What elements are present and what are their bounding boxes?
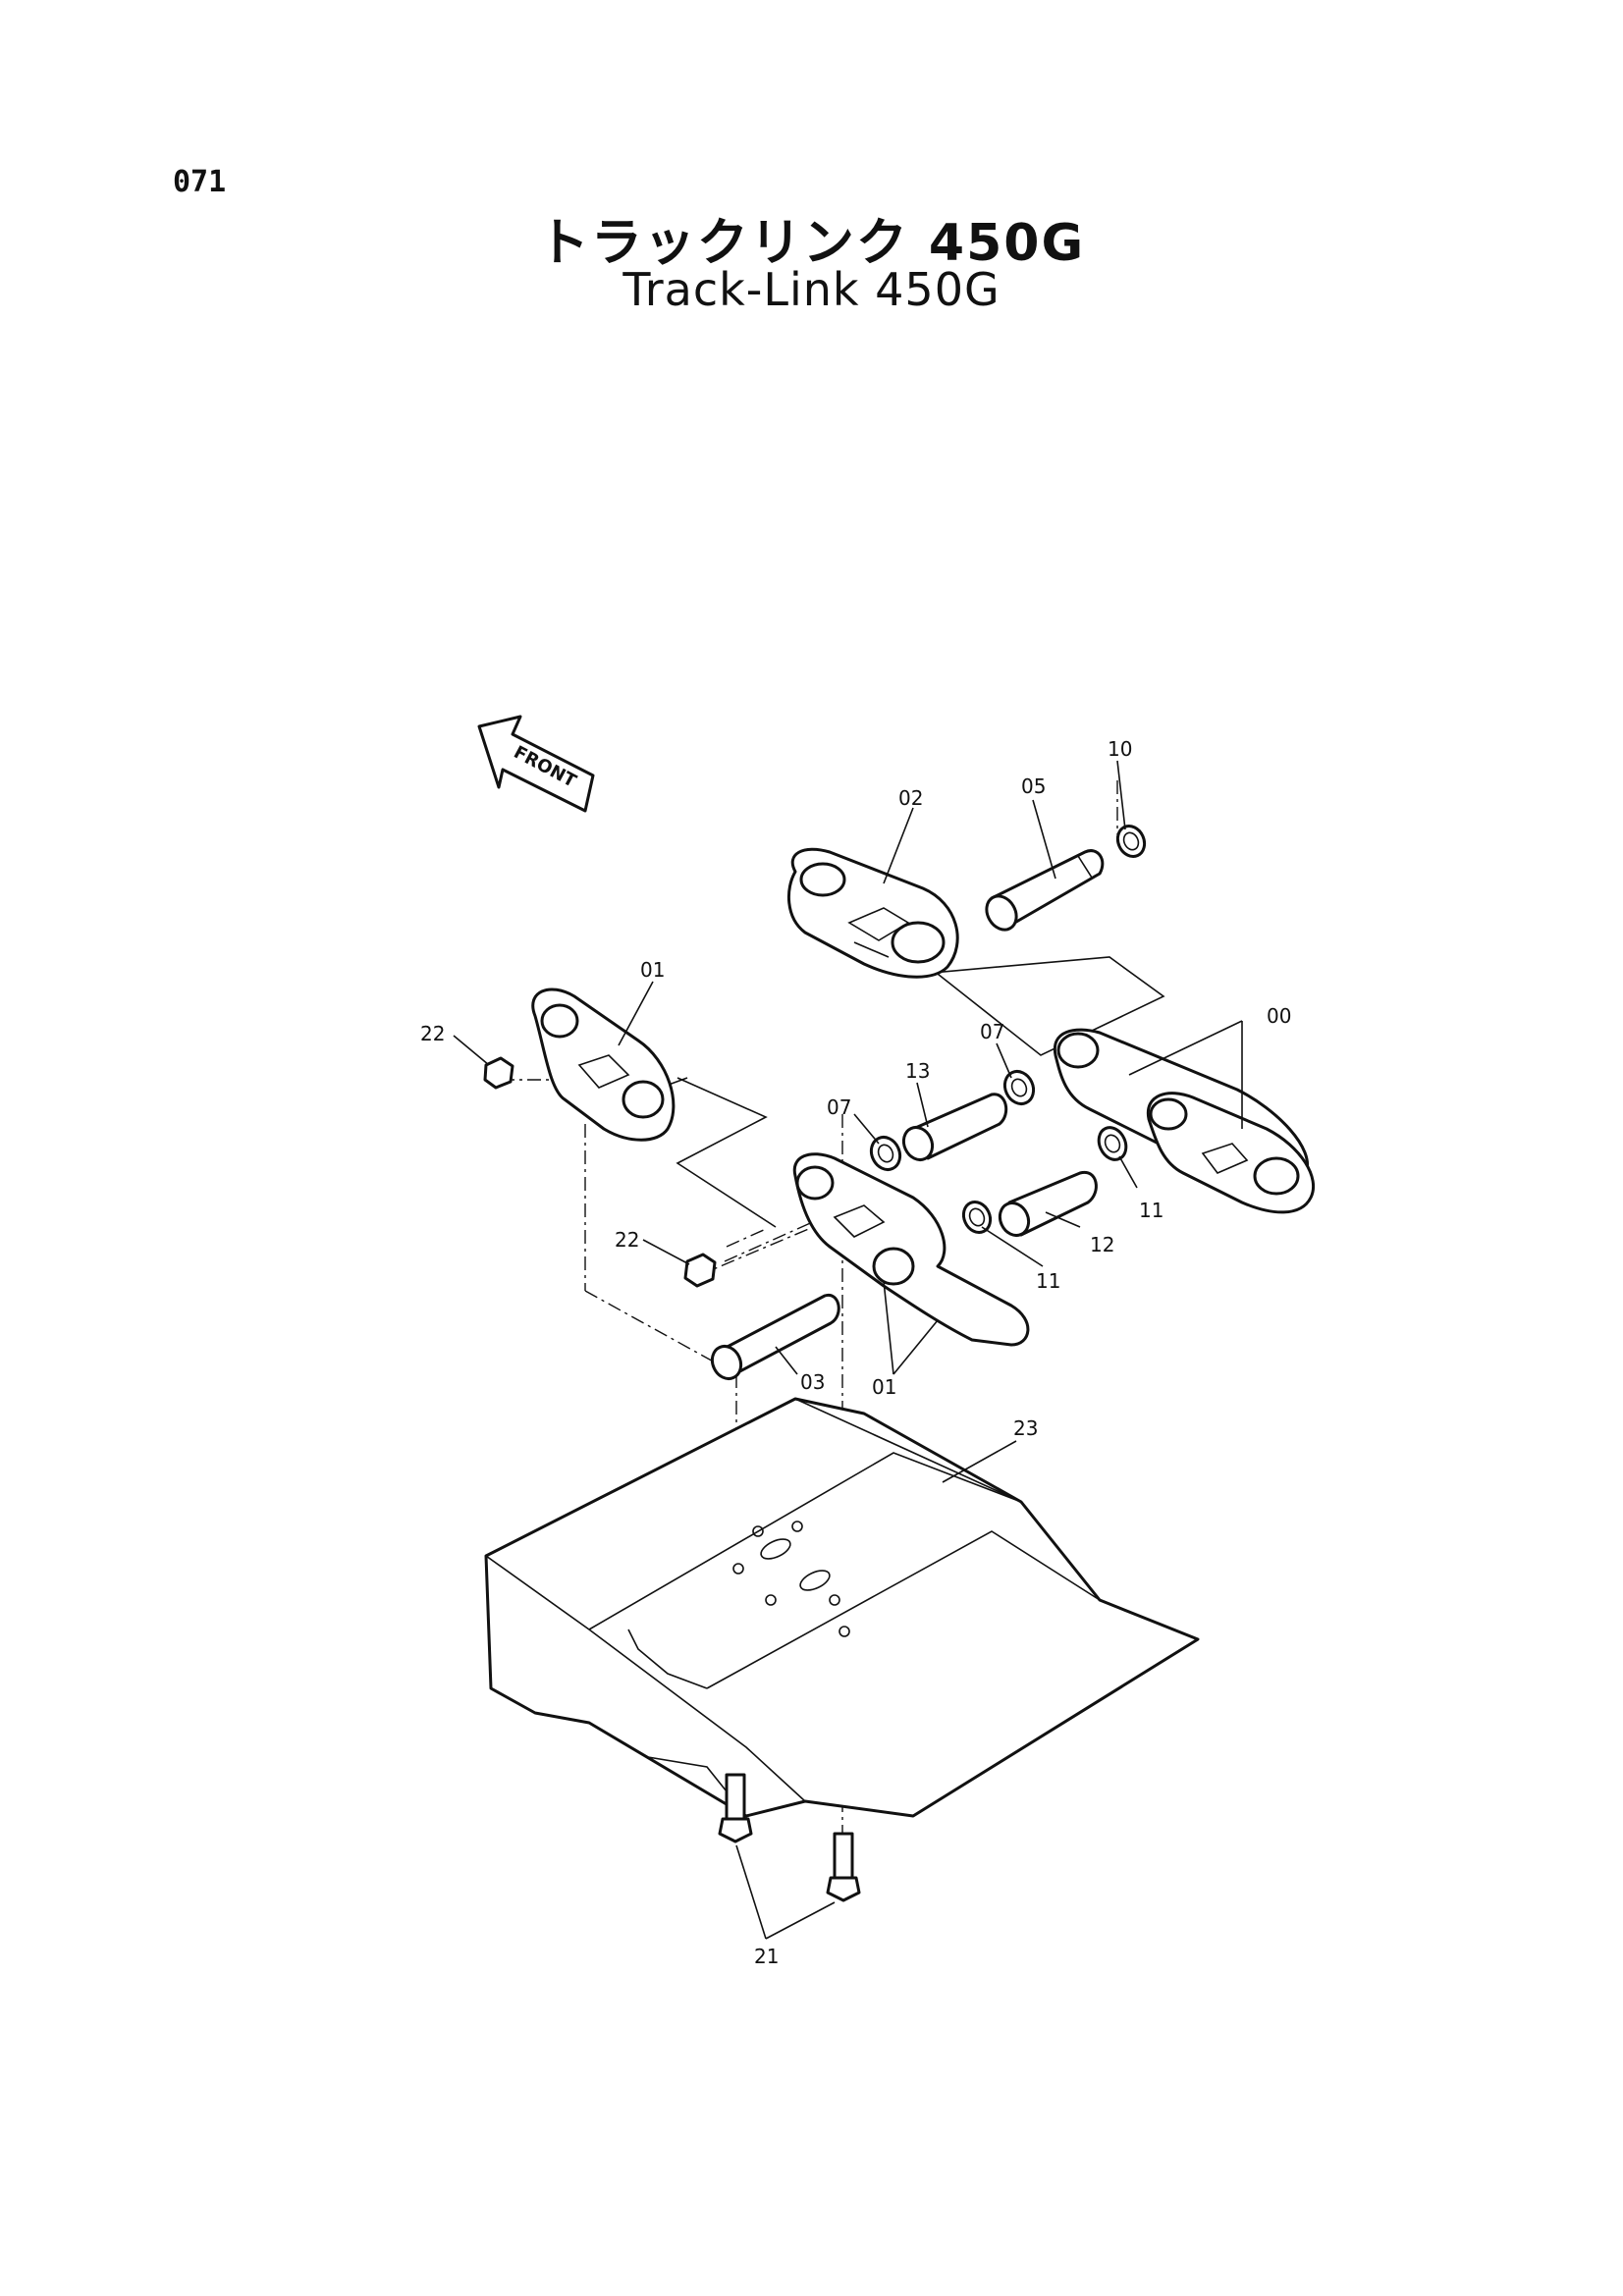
part-23-track-shoe bbox=[484, 1397, 1200, 1818]
part-11-seal-left bbox=[961, 1200, 993, 1235]
callout-11-left: 11 bbox=[1036, 1269, 1060, 1293]
part-01-link-center bbox=[792, 1152, 1030, 1347]
callout-23: 23 bbox=[1013, 1416, 1038, 1440]
part-10-lock-ring bbox=[1115, 824, 1147, 859]
part-02-outer-link bbox=[786, 847, 959, 979]
callout-00: 00 bbox=[1267, 1004, 1291, 1028]
callout-07-upper: 07 bbox=[980, 1020, 1004, 1043]
part-22-nut-upper bbox=[483, 1056, 514, 1090]
callout-22-upper: 22 bbox=[420, 1022, 445, 1045]
part-13-bushing bbox=[901, 1093, 1008, 1162]
callout-10: 10 bbox=[1108, 737, 1132, 761]
part-01-link-left bbox=[531, 988, 676, 1142]
callout-01-lower: 01 bbox=[872, 1375, 896, 1399]
callout-07-lower: 07 bbox=[827, 1095, 851, 1119]
part-11-seal-right bbox=[1097, 1126, 1128, 1161]
part-07-seal-right bbox=[1002, 1069, 1036, 1106]
part-07-seal-left bbox=[869, 1135, 902, 1172]
title-english: Track-Link 450G bbox=[622, 263, 1001, 316]
part-21-bolt-right bbox=[826, 1832, 861, 1902]
front-arrow: FRONT bbox=[477, 715, 595, 813]
part-22-nut-lower bbox=[683, 1253, 717, 1288]
part-05-pin bbox=[985, 849, 1105, 932]
callout-05: 05 bbox=[1021, 774, 1046, 798]
callout-03: 03 bbox=[800, 1370, 825, 1394]
part-21-bolt-left bbox=[718, 1773, 753, 1843]
title-japanese: トラックリンク 450G bbox=[537, 214, 1086, 273]
part-12-bushing bbox=[998, 1170, 1098, 1238]
callout-01-upper: 01 bbox=[640, 958, 665, 982]
callout-22-lower: 22 bbox=[615, 1228, 639, 1252]
callout-12: 12 bbox=[1090, 1233, 1114, 1256]
callout-13: 13 bbox=[905, 1059, 930, 1083]
part-00-link-assembly bbox=[1053, 1028, 1316, 1214]
callout-02: 02 bbox=[898, 786, 923, 810]
callout-11-right: 11 bbox=[1139, 1199, 1163, 1222]
page-number: 071 bbox=[173, 165, 227, 199]
callout-labels: 10 02 05 01 00 22 07 13 07 11 12 22 11 0… bbox=[420, 737, 1291, 1968]
part-03-pin bbox=[710, 1293, 840, 1381]
callout-leader-lines bbox=[453, 760, 1243, 1940]
callout-21: 21 bbox=[754, 1945, 779, 1968]
